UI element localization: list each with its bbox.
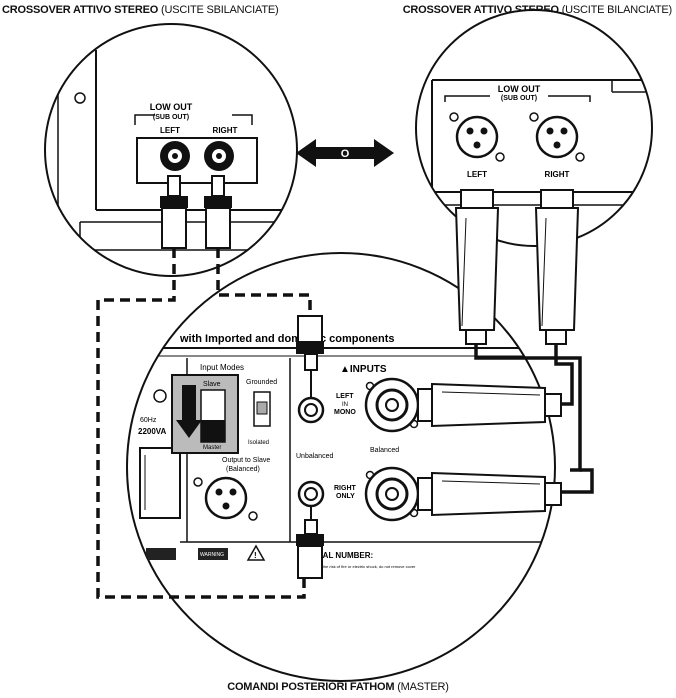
xlr-plug-to-right-combo	[417, 471, 562, 517]
side-label: 60Hz	[140, 417, 157, 424]
warning-icon	[246, 544, 266, 561]
mono-label: MONO	[334, 409, 356, 416]
combo-input-right[interactable]	[364, 466, 420, 522]
xlr-cable-left	[454, 189, 582, 472]
side-value: 2200VA	[138, 427, 167, 436]
fathom-rear-panel: with Imported and domestic components 22…	[126, 252, 556, 682]
master-label: Master	[203, 445, 221, 451]
left-label: LEFT	[467, 170, 487, 179]
caption-normal: (USCITE BILANCIATE)	[561, 4, 672, 16]
lowout-title: LOW OUT	[498, 84, 541, 94]
in-label: IN	[342, 402, 348, 408]
combo-input-left[interactable]	[364, 377, 420, 433]
serial-number-label: SERIAL NUMBER:	[304, 551, 373, 560]
inputs-label: ▲INPUTS	[340, 364, 387, 375]
screw-icon	[74, 92, 86, 104]
rca-plug-left	[160, 175, 188, 249]
caption-bold: COMANDI POSTERIORI FATHOM	[227, 681, 395, 693]
lowout-subtitle: (SUB OUT)	[153, 114, 189, 121]
output-slave-sublabel: (Balanced)	[226, 466, 260, 473]
arrow-down-icon	[176, 420, 202, 438]
caption-bold: CROSSOVER ATTIVO STEREO	[2, 4, 159, 16]
balanced-label: Balanced	[370, 447, 399, 454]
screw-icon	[153, 389, 167, 403]
right-label: RIGHT	[213, 126, 238, 135]
or-label: O	[341, 148, 350, 160]
caption-unbalanced: CROSSOVER ATTIVO STEREO (USCITE SBILANCI…	[2, 4, 279, 16]
caption-normal: (MASTER)	[397, 681, 449, 693]
unbalanced-cables	[96, 248, 312, 599]
slave-label: Slave	[203, 381, 221, 388]
right-only-label: RIGHT	[334, 485, 357, 492]
input-modes-label: Input Modes	[200, 363, 244, 372]
xlr-out-left[interactable]	[449, 112, 505, 162]
xlr-plug-to-left-combo	[417, 382, 562, 428]
left-label: LEFT	[160, 126, 180, 135]
caption-fathom-master: COMANDI POSTERIORI FATHOM (MASTER)	[0, 681, 676, 693]
unbalanced-crossover: LOW OUT (SUB OUT) LEFT RIGHT	[44, 23, 298, 277]
right-label: RIGHT	[545, 170, 570, 179]
rca-plug-to-left-input	[296, 315, 324, 398]
isolated-label: Isolated	[248, 440, 269, 446]
xlr-output-jack[interactable]	[204, 476, 248, 520]
xlr-out-right[interactable]	[529, 112, 585, 162]
rca-plug-right	[204, 175, 232, 249]
or-double-arrow: O	[296, 139, 394, 167]
svg-text:WARNING: WARNING	[200, 552, 224, 558]
left-in-label: LEFT	[336, 393, 354, 400]
lowout-subtitle: (SUB OUT)	[501, 95, 537, 102]
lowout-title: LOW OUT	[150, 102, 193, 112]
double-arrow-icon	[296, 139, 394, 167]
only-label: ONLY	[336, 493, 355, 500]
panel-heading: with Imported and domestic components	[179, 333, 395, 345]
rca-plug-to-right-input	[296, 506, 324, 579]
grounded-label: Grounded	[246, 379, 277, 386]
unbalanced-label: Unbalanced	[296, 453, 333, 460]
xlr-cable-right	[534, 189, 594, 494]
output-slave-label: Output to Slave	[222, 457, 270, 464]
fine-print: To reduce the risk of fire or electric s…	[304, 564, 416, 569]
svg-text:!: !	[254, 551, 257, 560]
caption-normal: (USCITE SBILANCIATE)	[161, 4, 279, 16]
